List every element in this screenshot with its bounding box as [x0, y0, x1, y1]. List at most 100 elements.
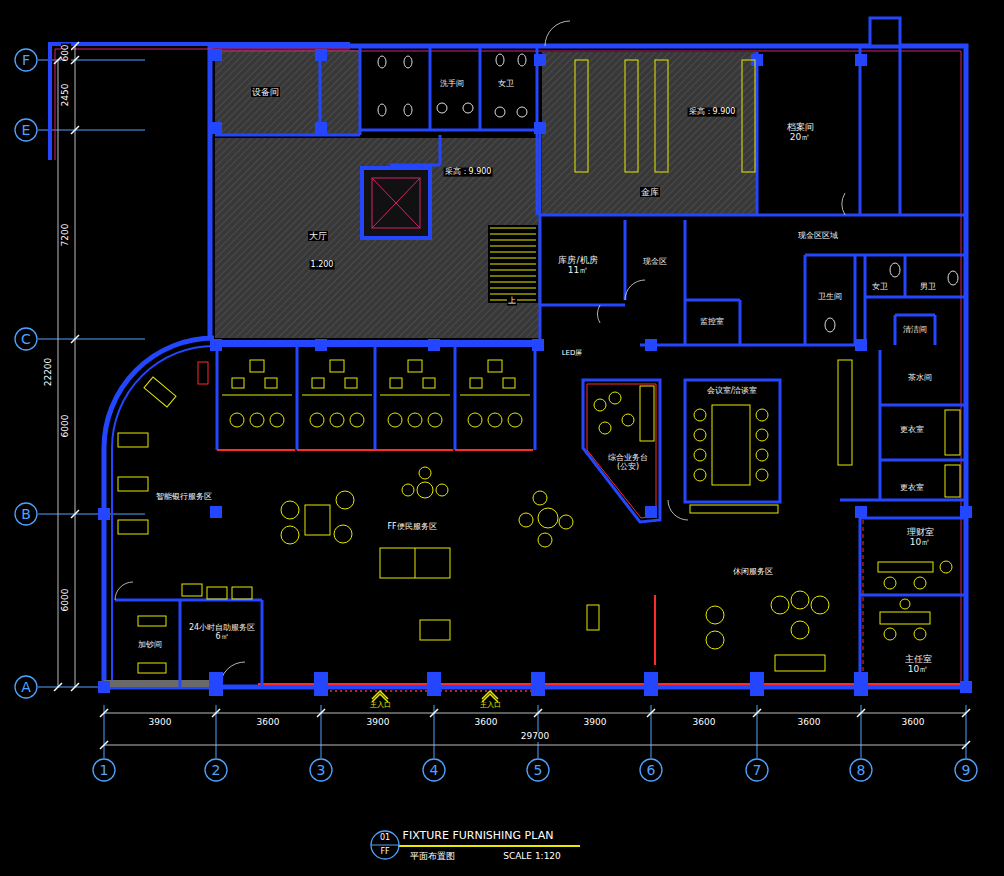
- room-label-area: 更衣室: [899, 425, 925, 434]
- chair: [756, 409, 768, 421]
- toilet-fixture: [378, 56, 386, 68]
- bubble-circle: [527, 759, 549, 781]
- stool: [270, 413, 284, 427]
- wall: [539, 130, 542, 345]
- bubble-circle: [15, 119, 37, 141]
- bubble-circle: [640, 759, 662, 781]
- urinal: [495, 107, 505, 117]
- stair-tread: [490, 228, 536, 229]
- grid-axis-bubble: 6: [639, 758, 663, 782]
- room-name: 清洁间: [902, 325, 928, 334]
- interior-walls: [115, 46, 965, 687]
- wall: [860, 594, 965, 597]
- dimension-text: 3900: [583, 718, 608, 728]
- door-vestibule: [870, 18, 900, 46]
- room-label-area: 卫生间: [817, 292, 843, 301]
- room-name: 10㎡: [907, 664, 929, 674]
- monitor: [390, 378, 402, 388]
- led-wall: [654, 595, 656, 665]
- round-table: [417, 482, 433, 498]
- dimension-text: 2450: [61, 83, 71, 108]
- bubble-circle: [423, 759, 445, 781]
- chair: [281, 501, 299, 519]
- chair: [914, 628, 926, 640]
- wall: [934, 315, 937, 345]
- stool: [350, 413, 364, 427]
- grid-axis-bubble: 5: [526, 758, 550, 782]
- column: [427, 672, 441, 696]
- wall: [429, 46, 432, 130]
- grid-axis-bubble: E: [14, 118, 38, 142]
- wall-segment: [104, 680, 216, 687]
- chair: [559, 515, 573, 529]
- drawing-number: FF: [379, 848, 390, 856]
- dimension-tick: [54, 683, 62, 691]
- bubble-circle: [746, 759, 768, 781]
- chair: [940, 561, 952, 573]
- dimension-text: 3900: [366, 718, 391, 728]
- stair-tread: [490, 276, 536, 277]
- round-table: [791, 621, 809, 639]
- wall: [805, 254, 965, 257]
- wall: [739, 300, 742, 345]
- dimension-text: 3600: [692, 718, 717, 728]
- column: [210, 49, 222, 61]
- chair: [811, 596, 829, 614]
- counter-front: [217, 449, 295, 451]
- chair: [622, 414, 634, 426]
- room-name: 10㎡: [909, 537, 931, 547]
- dimension-line: [75, 46, 76, 687]
- dimension-line: [104, 713, 966, 714]
- stair-tread: [490, 234, 536, 235]
- locker: [945, 410, 960, 455]
- bubble-divider: [371, 845, 399, 846]
- toilet-fixture: [378, 104, 386, 116]
- axis-label: 1: [99, 762, 110, 778]
- toilet-fixture: [404, 104, 412, 116]
- room-label-area: 会议室/洽谈室: [706, 386, 759, 395]
- dimension-line: [58, 60, 59, 687]
- chair: [609, 392, 621, 404]
- elevator-cross: [372, 178, 420, 228]
- wall: [860, 517, 965, 520]
- chair: [436, 484, 448, 496]
- room-name: 卫生间: [817, 292, 843, 301]
- toilet-fixture: [518, 54, 526, 66]
- column: [210, 122, 222, 134]
- cabinet-column: [838, 360, 852, 465]
- chair: [538, 533, 552, 547]
- chair: [900, 599, 910, 609]
- room-name: 大厅: [308, 231, 328, 241]
- bubble-circle: [205, 759, 227, 781]
- grid-axis-bubble: 8: [849, 758, 873, 782]
- dimension-text: 600: [61, 43, 71, 62]
- wall: [215, 134, 360, 137]
- column: [854, 672, 868, 696]
- elevator-shaft: [362, 168, 430, 238]
- column: [644, 672, 658, 696]
- wall: [261, 600, 264, 687]
- wall: [685, 299, 740, 302]
- elevation-mark: 1.200: [310, 261, 335, 270]
- dimension-tick: [71, 683, 79, 691]
- site-wall-lining: [55, 49, 350, 160]
- room-label-area: 24小时自助服务区6㎡: [188, 623, 256, 641]
- atm-machine: [232, 587, 252, 599]
- column: [209, 672, 223, 696]
- grid-line: [38, 130, 145, 131]
- wall: [374, 345, 377, 450]
- glass-room-lining: [587, 384, 656, 518]
- room-name: 茶水间: [907, 373, 933, 382]
- tv-stand: [420, 620, 450, 640]
- chair: [519, 513, 533, 527]
- chair: [402, 484, 414, 496]
- vault-rack: [625, 60, 638, 172]
- chair: [419, 467, 431, 479]
- sofa: [775, 655, 825, 671]
- column: [210, 506, 222, 518]
- room-name: 更衣室: [899, 425, 925, 434]
- entrance-arrow: [372, 691, 388, 702]
- grid-axis-bubble: 3: [309, 758, 333, 782]
- kiosk: [198, 362, 208, 384]
- chair: [884, 577, 896, 589]
